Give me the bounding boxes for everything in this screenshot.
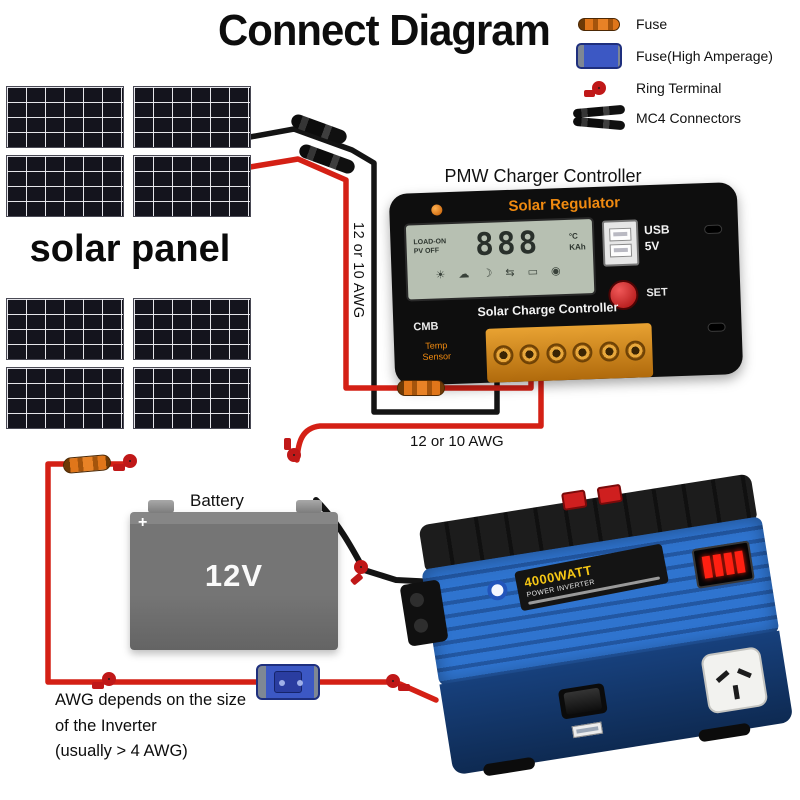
battery-post-positive xyxy=(148,500,174,513)
awg-note: AWG depends on the size of the Inverter … xyxy=(55,688,246,765)
solar-panel-label: solar panel xyxy=(29,228,231,270)
lcd-units: °C KAh xyxy=(569,230,586,253)
lcd-row: LOAD-ON PV OFF 888 °C KAh xyxy=(413,223,586,265)
terminal-block xyxy=(485,323,654,383)
solar-panel xyxy=(6,155,124,217)
solar-panel-group-top xyxy=(6,86,251,217)
solar-panel-group-bottom xyxy=(6,298,251,429)
battery-plus-sign: + xyxy=(138,514,148,531)
controller-brand: Solar Regulator xyxy=(508,194,621,215)
legend-item-mc4-connectors: MC4 Connectors xyxy=(570,104,798,131)
fuse-high-amperage xyxy=(256,664,320,700)
legend-label: MC4 Connectors xyxy=(636,109,742,126)
pv-negative-wire xyxy=(247,126,500,415)
ring-terminal xyxy=(287,448,301,462)
legend: Fuse Fuse(High Amperage) Ring Terminal M… xyxy=(570,16,798,131)
lcd-mode-text: LOAD-ON PV OFF xyxy=(413,237,446,257)
solar-panel xyxy=(133,155,251,217)
outlet-slot-icon xyxy=(736,668,752,679)
power-inverter: 4000WATT POWER INVERTER xyxy=(399,473,794,777)
terminal-screw-icon xyxy=(545,343,567,364)
temp-label-top: Temp xyxy=(425,340,448,351)
inverter-dc-terminal xyxy=(560,489,588,511)
usb-port xyxy=(601,219,640,267)
usb-slot-icon xyxy=(609,243,633,258)
terminal-screw-icon xyxy=(625,340,647,361)
legend-label: Fuse xyxy=(636,16,668,32)
gauge-bar-icon xyxy=(722,552,735,576)
fuse-high-amperage-icon xyxy=(576,43,622,69)
usb-label-top: USB xyxy=(643,222,670,238)
mount-slot-icon xyxy=(707,322,726,333)
awg-note-line: of the Inverter xyxy=(55,716,157,735)
fuse-core xyxy=(274,671,302,693)
cmb-label: CMB xyxy=(413,320,439,334)
terminal-screw-icon xyxy=(519,343,540,365)
inverter-dc-terminal xyxy=(596,483,624,506)
gauge-bar-icon xyxy=(733,550,746,574)
awg-label-vertical: 12 or 10 AWG xyxy=(350,222,366,319)
solar-panel xyxy=(6,367,124,429)
battery: + 12V xyxy=(130,500,338,650)
ring-terminal xyxy=(386,674,410,691)
legend-icon-cell xyxy=(570,43,628,69)
legend-icon-cell xyxy=(570,81,628,97)
legend-icon-cell xyxy=(570,17,628,31)
solar-panel xyxy=(133,86,251,148)
awg-label-horizontal: 12 or 10 AWG xyxy=(410,433,504,450)
outlet-slot-icon xyxy=(715,670,730,684)
ring-terminal xyxy=(92,672,116,689)
legend-label: Ring Terminal xyxy=(636,80,722,96)
fuse-icon xyxy=(578,17,620,31)
legend-icon-cell xyxy=(570,104,628,131)
usb-slot-icon xyxy=(609,227,632,242)
controller-heading: PMW Charger Controller xyxy=(444,166,642,186)
temp-sensor-label: Temp Sensor xyxy=(422,340,451,363)
legend-item-ring-terminal: Ring Terminal xyxy=(570,80,798,97)
terminal-screw-icon xyxy=(572,342,593,363)
usb-label-bottom: 5V xyxy=(644,238,660,253)
gauge-bar-icon xyxy=(712,553,724,577)
terminal-screw-icon xyxy=(598,341,620,362)
charge-controller: Solar Regulator LOAD-ON PV OFF 888 °C KA… xyxy=(388,181,744,387)
lcd-digits: 888 xyxy=(474,224,541,264)
mount-slot-icon xyxy=(704,224,723,235)
legend-label: Fuse(High Amperage) xyxy=(636,48,773,64)
temp-label-bottom: Sensor xyxy=(422,350,452,362)
awg-note-line: (usually > 4 AWG) xyxy=(55,742,188,761)
solar-panel xyxy=(6,86,124,148)
power-switch xyxy=(557,682,608,720)
lcd-unit-top: °C xyxy=(568,231,579,241)
awg-note-line: AWG depends on the size xyxy=(55,691,247,709)
indicator-icon xyxy=(431,204,443,216)
legend-item-fuse: Fuse xyxy=(570,16,798,32)
terminal-screw-icon xyxy=(492,344,514,366)
fuse xyxy=(397,380,445,396)
legend-item-fuse-high-amperage: Fuse(High Amperage) xyxy=(570,43,798,69)
pv-positive-wire xyxy=(247,156,534,391)
controller-name: Solar Charge Controller xyxy=(477,300,619,320)
ring-terminal-icon xyxy=(584,81,606,97)
battery-post-negative xyxy=(296,500,322,513)
ac-outlet xyxy=(700,645,769,715)
battery-heading: Battery xyxy=(190,491,244,510)
solar-panel xyxy=(133,298,251,360)
usb-output-port xyxy=(571,721,604,739)
controller-lcd: LOAD-ON PV OFF 888 °C KAh ☀ ☁ ☽ ⇆ ▭ ◉ xyxy=(403,216,597,302)
lcd-status-icons: ☀ ☁ ☽ ⇆ ▭ ◉ xyxy=(435,265,566,282)
solar-panel-array: solar panel xyxy=(4,86,256,429)
page-title: Connect Diagram xyxy=(218,6,551,55)
outlet-slot-icon xyxy=(732,684,740,700)
usb-label: USB 5V xyxy=(644,222,670,254)
lcd-pv-label: PV OFF xyxy=(413,247,440,256)
ring-terminal xyxy=(113,454,137,471)
set-button-label: SET xyxy=(646,286,668,300)
mc4-connector-icon xyxy=(572,104,626,119)
solar-panel xyxy=(133,367,251,429)
lcd-unit-bottom: KAh xyxy=(569,242,586,252)
battery-voltage: 12V xyxy=(204,558,264,593)
solar-panel xyxy=(6,298,124,360)
gauge-bar-icon xyxy=(701,555,713,579)
